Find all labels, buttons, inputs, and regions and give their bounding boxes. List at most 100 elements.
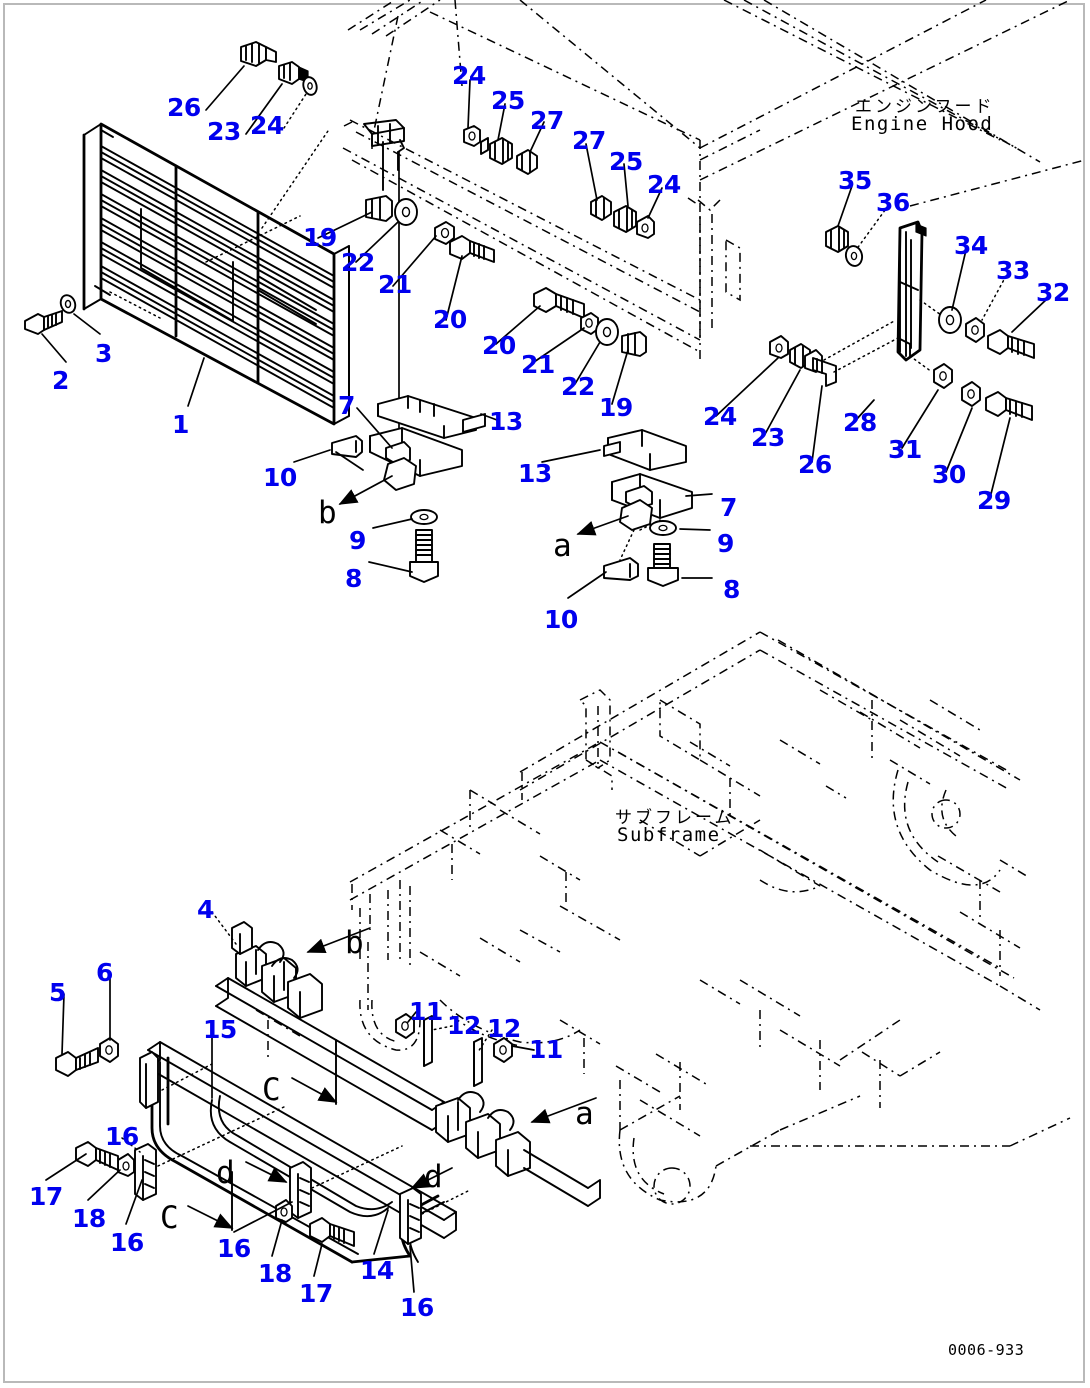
caption-engine-hood-jp: エンジンフード (855, 97, 995, 117)
callout-7: 7 (338, 391, 355, 420)
part-31-bracket (823, 220, 949, 373)
hinge-detail-a (541, 429, 713, 599)
callout-35: 35 (838, 166, 872, 195)
callout-11: 11 (409, 997, 443, 1026)
callout-13: 13 (489, 407, 523, 436)
section-marker-b-upper: b (318, 495, 337, 531)
callout-15: 15 (203, 1015, 237, 1044)
part-2-bolt (24, 310, 63, 335)
engine-hood-phantom (342, 0, 1086, 360)
callout-4: 4 (197, 895, 214, 924)
callout-10: 10 (263, 463, 297, 492)
part-22-washer (394, 198, 418, 226)
caption-subframe-en: Subframe (617, 824, 721, 846)
part-3-washer (59, 294, 77, 314)
part-20-bolt (449, 235, 495, 263)
upper-hinge-rail (363, 119, 405, 431)
callout-34: 34 (954, 231, 988, 260)
callout-16: 16 (110, 1228, 144, 1257)
callout-23: 23 (207, 117, 241, 146)
callout-27: 27 (530, 106, 564, 135)
callout-8: 8 (723, 575, 740, 604)
hood-fastener-group-right (590, 195, 655, 239)
section-marker-d-right: d (424, 1159, 443, 1195)
callout-10: 10 (544, 605, 578, 634)
callout-27: 27 (572, 126, 606, 155)
callout-25: 25 (491, 86, 525, 115)
lower-leader-lines (45, 911, 535, 1293)
hinge-detail-b (331, 395, 498, 583)
callout-16: 16 (105, 1122, 139, 1151)
right-fastener-chain (769, 335, 837, 387)
part-31-nut-small (933, 363, 953, 389)
part-34-washer (938, 306, 962, 334)
lower-rail-assembly (55, 921, 601, 1264)
callout-28: 28 (843, 408, 877, 437)
callout-2: 2 (52, 366, 69, 395)
callout-21: 21 (521, 350, 555, 379)
callout-14: 14 (360, 1256, 394, 1285)
callout-20: 20 (482, 331, 516, 360)
section-marker-b-lower: b (345, 925, 364, 961)
callout-1: 1 (172, 410, 189, 439)
part-36-washer (844, 245, 864, 267)
section-marker-c-lower: C (160, 1200, 179, 1236)
callout-25: 25 (609, 147, 643, 176)
part-32-bolt (987, 329, 1035, 359)
callout-32: 32 (1036, 278, 1070, 307)
callout-9: 9 (717, 529, 734, 558)
grille-panel (82, 122, 350, 426)
drawing-number: 0006-933 (948, 1341, 1025, 1359)
callout-24: 24 (703, 402, 737, 431)
section-marker-c-upper: C (262, 1072, 281, 1108)
part-35-nut (825, 225, 849, 253)
callout-9: 9 (349, 526, 366, 555)
section-marker-d-left: d (216, 1155, 235, 1191)
callout-26: 26 (798, 450, 832, 479)
callout-3: 3 (95, 339, 112, 368)
callout-21: 21 (378, 270, 412, 299)
callout-19: 19 (599, 393, 633, 422)
part-26-fitting (240, 41, 277, 67)
callout-18: 18 (72, 1204, 106, 1233)
callout-20: 20 (433, 305, 467, 334)
part-30-nut (961, 381, 981, 407)
callout-11: 11 (529, 1035, 563, 1064)
caption-engine-hood-en: Engine Hood (851, 113, 994, 135)
callout-7: 7 (720, 493, 737, 522)
part-23-fitting (278, 61, 309, 85)
callout-5: 5 (49, 978, 66, 1007)
section-marker-a-upper: a (553, 528, 572, 564)
part-24-washer (302, 76, 318, 96)
section-marker-a-lower: a (575, 1096, 594, 1132)
callout-13: 13 (518, 459, 552, 488)
callout-16: 16 (217, 1234, 251, 1263)
callout-33: 33 (996, 256, 1030, 285)
callout-29: 29 (977, 486, 1011, 515)
part-33-nut (965, 317, 985, 343)
caption-subframe-jp: サブフレーム (615, 808, 735, 828)
subframe-phantom (255, 631, 1071, 1205)
part-29-bolt (985, 391, 1033, 421)
part-19-bushing (365, 195, 393, 222)
callout-24: 24 (250, 111, 284, 140)
callout-19: 19 (303, 223, 337, 252)
callout-24: 24 (647, 170, 681, 199)
callout-22: 22 (561, 372, 595, 401)
callout-12: 12 (447, 1011, 481, 1040)
callout-22: 22 (341, 248, 375, 277)
callout-24: 24 (452, 61, 486, 90)
callout-18: 18 (258, 1259, 292, 1288)
drawing-frame-border (3, 3, 1085, 1383)
callout-6: 6 (96, 958, 113, 987)
hood-fastener-group-left (463, 125, 538, 175)
callout-23: 23 (751, 423, 785, 452)
lower-section-arrows (187, 927, 597, 1231)
callout-36: 36 (876, 188, 910, 217)
top-leader-lines (41, 65, 1049, 499)
callout-8: 8 (345, 564, 362, 593)
callout-17: 17 (299, 1279, 333, 1308)
part-21-nut (434, 221, 455, 245)
callout-30: 30 (932, 460, 966, 489)
